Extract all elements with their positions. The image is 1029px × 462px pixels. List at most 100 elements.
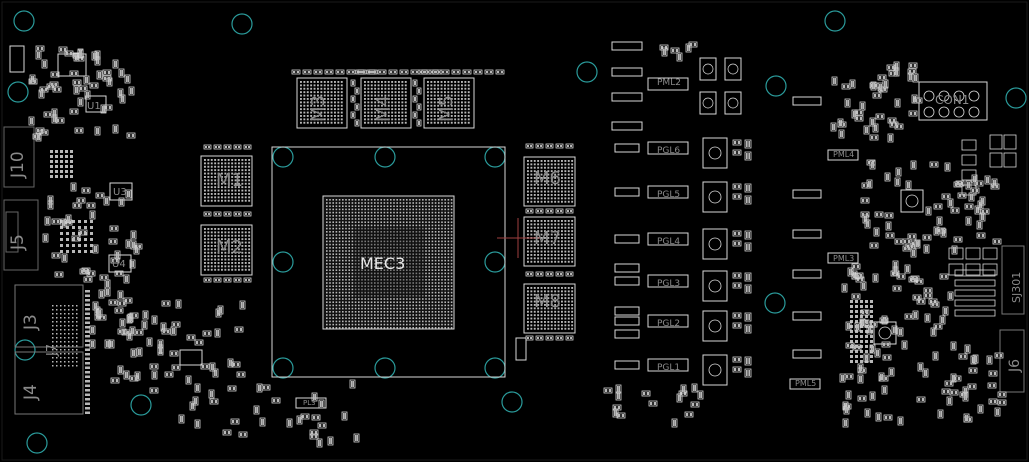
smd-component [118, 197, 125, 207]
smd-component [535, 335, 544, 341]
smd-component [141, 320, 148, 330]
smd-component [227, 358, 234, 368]
smd-component [47, 200, 54, 210]
edge-pin [85, 384, 90, 387]
smd-component [902, 238, 912, 245]
smd-component [78, 229, 88, 236]
con1-pin [938, 106, 950, 118]
memory-m7-outline [523, 216, 576, 267]
smd-component [236, 371, 246, 378]
smd-component [130, 230, 137, 240]
smd-component [958, 353, 968, 360]
smd-component [942, 306, 949, 316]
smd-component [368, 69, 378, 75]
power-cap [614, 316, 640, 326]
smd-component [924, 313, 931, 323]
smd-component [300, 413, 310, 420]
smd-component [114, 270, 124, 277]
smd-component [223, 277, 232, 283]
smd-component [744, 242, 752, 252]
smd-component [117, 290, 124, 300]
smd-component [916, 396, 926, 403]
connector-j7-label: J7 [45, 344, 60, 357]
smd-component [350, 79, 356, 87]
smd-component [399, 69, 409, 75]
smd-component [854, 272, 864, 279]
memory-m8-balls [527, 287, 574, 330]
smd-component [213, 277, 222, 283]
smd-component [744, 151, 752, 161]
smd-component [910, 160, 917, 170]
smd-component [81, 187, 91, 194]
smd-component [905, 180, 912, 190]
mosfet-block [699, 57, 717, 81]
smd-component [92, 301, 99, 311]
smd-component [102, 75, 112, 82]
smd-component [64, 50, 74, 57]
smd-component [854, 115, 864, 122]
con1-pin [953, 106, 965, 118]
smd-component [256, 383, 263, 393]
smd-component [213, 211, 222, 217]
smd-component [123, 274, 130, 284]
smd-component [860, 281, 867, 291]
smd-component [882, 79, 889, 89]
smd-component [565, 208, 574, 214]
inductor-pgl3-label: PGL3 [657, 279, 680, 289]
smd-component [964, 203, 974, 210]
smd-component [732, 322, 742, 329]
smd-component [451, 69, 461, 75]
smd-component [962, 386, 969, 396]
smd-component [222, 429, 232, 436]
smd-component [857, 367, 867, 374]
smd-component [495, 69, 505, 75]
mosfet-small [948, 263, 964, 276]
smd-component [863, 125, 870, 135]
smd-component [831, 76, 838, 86]
smd-component [86, 202, 96, 209]
smd-component [949, 389, 959, 396]
controller-marker [905, 194, 919, 208]
gpu-die-outline [322, 195, 455, 330]
smd-component [525, 143, 534, 149]
smd-component [545, 208, 554, 214]
edge-pin [85, 294, 90, 297]
connector-j4-body [14, 351, 84, 415]
mosfet-small [965, 247, 981, 260]
smd-component [109, 225, 119, 232]
smd-component [104, 279, 111, 289]
smd-component [86, 270, 96, 277]
mosfet-marker [708, 237, 722, 251]
memory-m6-label: M6 [534, 168, 561, 189]
smd-component [913, 97, 923, 104]
inductor-pml5-body [789, 378, 821, 390]
memory-m5-label: M5 [436, 95, 457, 122]
edge-pin [85, 353, 90, 356]
passive-array-right [850, 300, 873, 363]
mosfet-block [702, 181, 728, 213]
smd-component [84, 90, 91, 100]
smd-component [950, 373, 957, 383]
smd-component [99, 274, 109, 281]
mounting-hole [1005, 87, 1027, 109]
smd-component [318, 399, 325, 409]
smd-component [970, 187, 980, 194]
smd-component [844, 373, 854, 380]
mounting-hole [231, 13, 253, 35]
smd-component [462, 69, 472, 75]
smd-component [976, 232, 986, 239]
smd-component [844, 98, 851, 108]
smd-component [941, 388, 951, 395]
smd-component [744, 183, 752, 193]
gpu-area [271, 146, 540, 378]
smd-component [89, 339, 96, 349]
power-cap [614, 360, 640, 370]
smd-component [535, 208, 544, 214]
smd-component [974, 180, 984, 187]
smd-component [676, 52, 683, 62]
smd-component [857, 395, 867, 402]
smd-component [873, 227, 880, 237]
smd-component [964, 344, 971, 354]
smd-component [866, 179, 873, 189]
smd-component [603, 387, 613, 394]
